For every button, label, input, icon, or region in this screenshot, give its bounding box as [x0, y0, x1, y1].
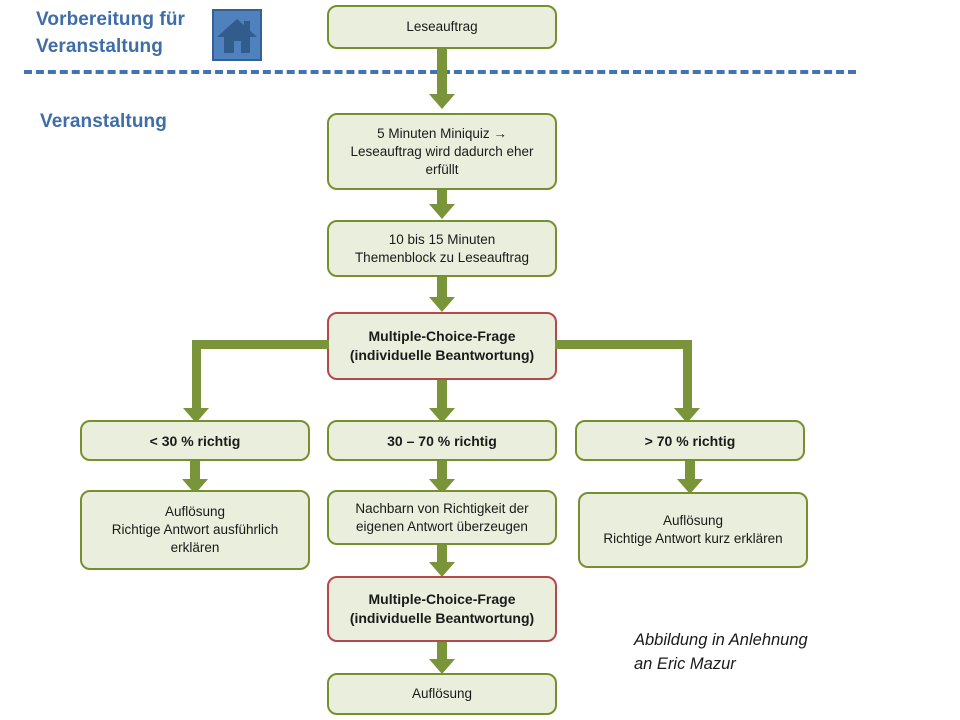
house-icon — [212, 9, 262, 61]
arrowhead-themenblock-to-mc1 — [429, 297, 455, 312]
connector-leseauftrag-to-miniquiz — [437, 49, 447, 96]
node-final-aufloesung[interactable]: Auflösung — [327, 673, 557, 715]
connector-mc1-branch-right-vertical — [683, 340, 692, 412]
node-branch-high[interactable]: > 70 % richtig — [575, 420, 805, 461]
node-result-mid[interactable]: Nachbarn von Richtigkeit der eigenen Ant… — [327, 490, 557, 545]
arrowhead-branch-mid — [429, 408, 455, 423]
connector-high-to-result — [685, 461, 695, 483]
arrowhead-result-mid-to-mc2 — [429, 562, 455, 577]
connector-mc1-branch-middle — [437, 380, 447, 412]
node-themenblock[interactable]: 10 bis 15 Minuten Themenblock zu Leseauf… — [327, 220, 557, 277]
node-result-low[interactable]: Auflösung Richtige Antwort ausführlich e… — [80, 490, 310, 570]
connector-mc1-branch-left-vertical — [192, 340, 201, 412]
arrowhead-high-to-result — [677, 479, 703, 494]
arrowhead-miniquiz-to-themenblock — [429, 204, 455, 219]
connector-themenblock-to-mc1 — [437, 277, 447, 299]
connector-mc1-branch-left-horizontal — [192, 340, 329, 349]
connector-miniquiz-to-themenblock — [437, 190, 447, 208]
phase-label-preparation: Vorbereitung für Veranstaltung — [36, 9, 186, 57]
node-branch-mid[interactable]: 30 – 70 % richtig — [327, 420, 557, 461]
arrowhead-mc2-to-final — [429, 659, 455, 674]
node-mc-frage-2[interactable]: Multiple-Choice-Frage (individuelle Bean… — [327, 576, 557, 642]
node-leseauftrag[interactable]: Leseauftrag — [327, 5, 557, 49]
arrowhead-leseauftrag-to-miniquiz — [429, 94, 455, 109]
arrowhead-branch-low — [183, 408, 209, 423]
connector-mid-to-result — [437, 461, 447, 483]
node-miniquiz[interactable]: 5 Minuten Miniquiz → Leseauftrag wird da… — [327, 113, 557, 190]
node-result-high[interactable]: Auflösung Richtige Antwort kurz erklären — [578, 492, 808, 568]
phase-label-event: Veranstaltung — [40, 111, 167, 132]
connector-low-to-result — [190, 461, 200, 483]
connector-result-mid-to-mc2 — [437, 545, 447, 566]
connector-mc2-to-final — [437, 642, 447, 664]
node-branch-low[interactable]: < 30 % richtig — [80, 420, 310, 461]
arrowhead-branch-high — [674, 408, 700, 423]
figure-caption: Abbildung in Anlehnung an Eric Mazur — [634, 631, 808, 673]
node-mc-frage-1[interactable]: Multiple-Choice-Frage (individuelle Bean… — [327, 312, 557, 380]
connector-mc1-branch-right-horizontal — [555, 340, 692, 349]
